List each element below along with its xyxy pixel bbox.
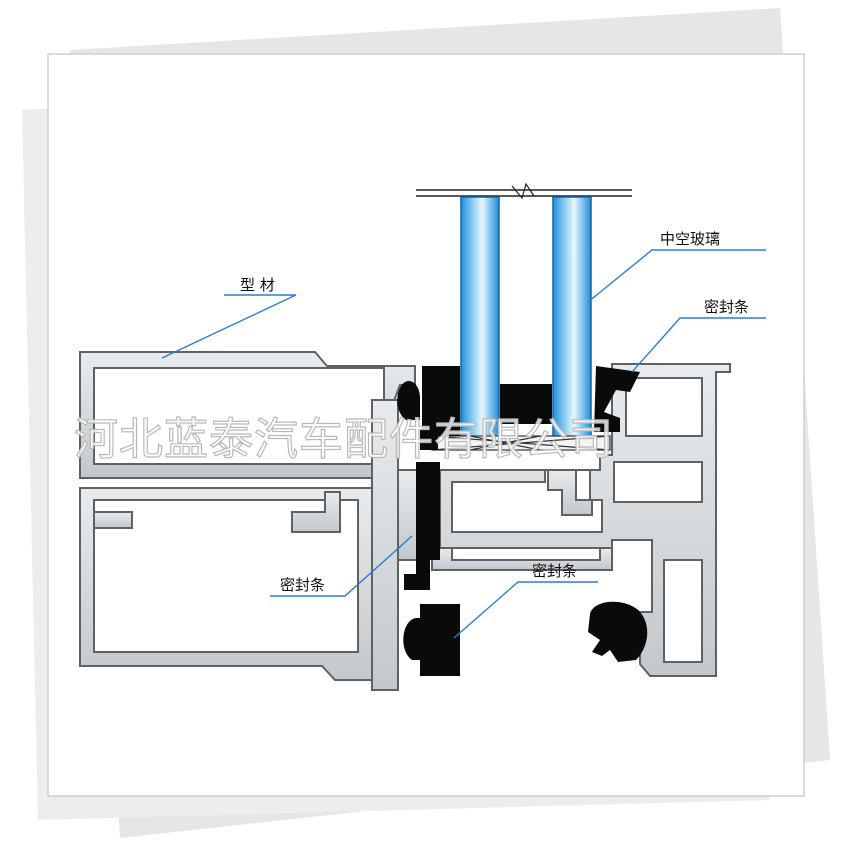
label-profile: 型 材 [240,276,275,294]
leader-seal-middle [270,535,413,597]
insulated-glass [416,182,632,451]
glass-pane-left [460,196,500,438]
leader-profile [161,294,297,359]
leader-seal-bottom [453,581,598,639]
seals [397,366,648,676]
label-seal-top-right: 密封条 [704,298,749,316]
label-seal-bottom: 密封条 [532,562,577,580]
leader-seal-top [631,317,766,373]
glass-spacer [500,384,552,424]
aluminium-profile [79,351,731,691]
company-watermark: 河北蓝泰汽车配件有限公司 [74,414,614,465]
leader-insulated-glass [587,249,766,303]
leader-lines [161,249,766,639]
label-seal-middle: 密封条 [280,576,325,594]
glass-pane-right [552,196,592,438]
label-insulated-glass: 中空玻璃 [660,230,720,248]
